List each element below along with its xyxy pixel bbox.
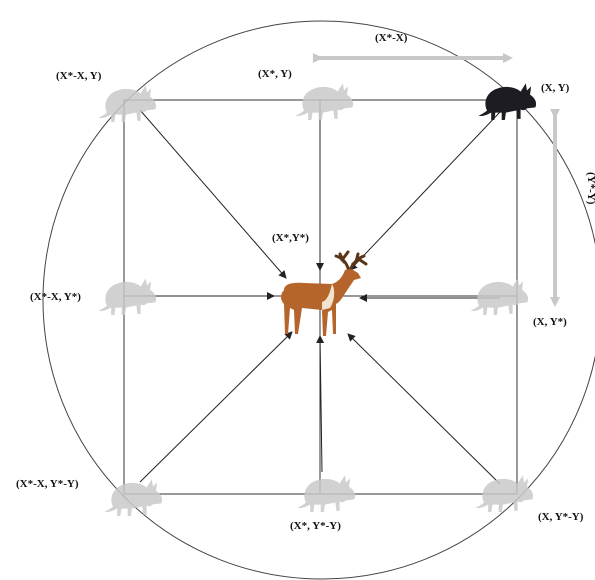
predator-label-top-center: (X*, Y): [258, 68, 292, 80]
predator-label-top-left: (X*-X, Y): [56, 70, 102, 82]
predator-label-middle-left: (X*-X, Y*): [30, 291, 81, 303]
predator-label-bottom-left: (X*-X, Y*-Y): [16, 478, 79, 490]
predator-label-top-right: (X, Y): [541, 82, 570, 94]
predator-label-bottom-center: (X*, Y*-Y): [290, 520, 341, 532]
vertical-offset-label: (Y*-Y): [585, 172, 595, 205]
attack-arrows: [139, 109, 501, 485]
arrow-top-right: [349, 111, 501, 271]
arrow-bottom-left: [139, 331, 293, 483]
wolf-icon: [470, 278, 529, 315]
wolf-icon: [475, 475, 534, 512]
wolf-icon: [297, 475, 356, 512]
deer-icon: [281, 250, 368, 336]
prey-label: (X*,Y*): [272, 232, 309, 244]
boundary-circle: [42, 20, 595, 580]
wolf-icon: [98, 85, 157, 122]
wolf-icon: [295, 83, 354, 120]
arrow-bottom: [316, 335, 325, 473]
arrow-bottom-right: [347, 333, 501, 485]
predator-label-middle-right: (X, Y*): [533, 316, 567, 328]
wolf-icon: [478, 83, 537, 120]
predator-label-bottom-right: (X, Y*-Y): [538, 511, 584, 523]
wolf-icon: [98, 278, 157, 315]
horizontal-offset-label: (X*-X): [375, 32, 408, 44]
arrow-top-left: [139, 109, 287, 279]
